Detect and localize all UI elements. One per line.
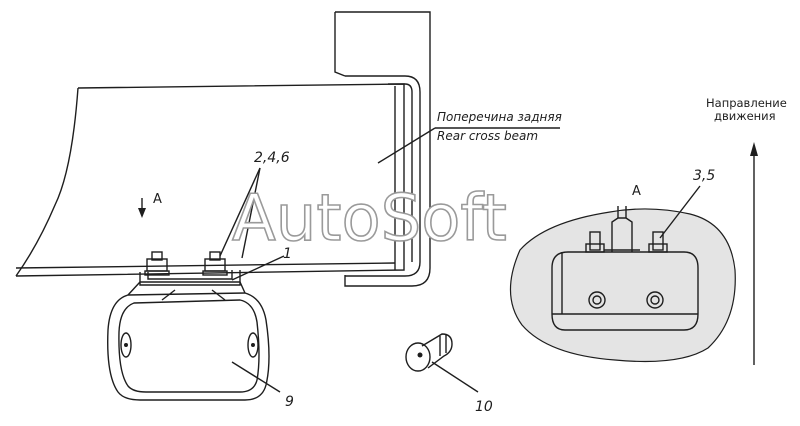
direction-label-line2: движения xyxy=(714,109,776,123)
callout-3-5: 3,5 xyxy=(693,168,715,184)
rear-beam-label-ru: Поперечина задняя xyxy=(437,110,562,124)
detail-view-a xyxy=(509,206,736,363)
rear-beam-label-en: Rear cross beam xyxy=(437,129,538,143)
direction-label-line1: Направление xyxy=(706,96,787,110)
watermark-text: AutoSoft xyxy=(232,182,507,256)
view-a-label-left: A xyxy=(153,192,162,207)
view-a-label-right: A xyxy=(632,184,641,199)
callout-9: 9 xyxy=(285,394,294,410)
bulb xyxy=(405,333,453,372)
direction-arrow xyxy=(750,142,758,365)
leader-lines xyxy=(219,127,701,393)
frame-side-member xyxy=(334,11,431,287)
view-a-arrow xyxy=(138,198,146,218)
rear-cross-beam xyxy=(15,83,405,277)
callout-2-4-6: 2,4,6 xyxy=(254,150,290,166)
callout-1: 1 xyxy=(283,246,292,262)
callout-10: 10 xyxy=(475,399,493,415)
lamp-housing xyxy=(107,281,270,401)
lamp-bracket xyxy=(139,251,241,286)
